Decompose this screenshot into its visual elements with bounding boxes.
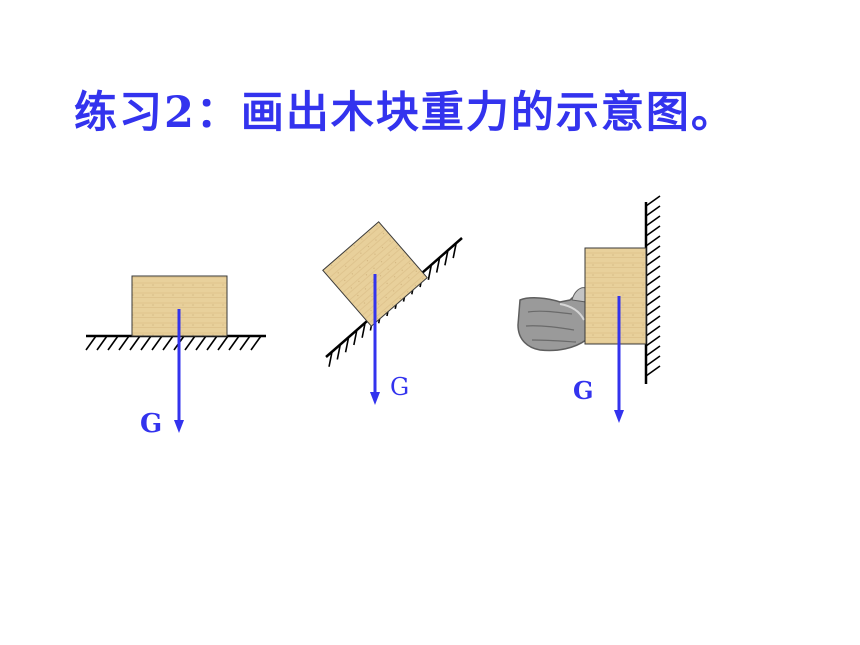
hatch-mark (195, 335, 207, 351)
hatch-mark (645, 285, 661, 297)
hatch-mark (228, 335, 240, 351)
force-label-g: G (573, 376, 594, 405)
figure-horizontal: G (85, 275, 266, 439)
gravity-arrow-head (614, 410, 624, 423)
wooden-block (584, 247, 647, 345)
hatch-mark (140, 335, 152, 351)
hatch-mark (184, 335, 196, 351)
hand-icon (517, 287, 587, 352)
ground-hatching (85, 335, 262, 351)
hatch-mark (162, 335, 174, 351)
hatch-mark (96, 335, 108, 351)
figure-incline: G (322, 221, 463, 405)
hatch-mark (645, 325, 661, 337)
hatch-mark (645, 215, 661, 227)
gravity-arrow-head (370, 392, 380, 405)
hatch-mark (427, 264, 433, 280)
figure-wall: G (517, 195, 661, 423)
hatch-mark (645, 305, 661, 317)
hatch-mark (151, 335, 163, 351)
hatch-mark (645, 355, 661, 367)
hatch-mark (645, 315, 661, 327)
hatch-mark (645, 235, 661, 247)
hatch-mark (645, 265, 661, 277)
hatch-mark (217, 335, 229, 351)
hatch-mark (361, 322, 366, 338)
hatch-mark (344, 337, 350, 353)
hatch-mark (336, 344, 342, 360)
hatch-mark (645, 295, 661, 307)
hatch-mark (645, 335, 661, 347)
hatch-mark (206, 335, 218, 351)
hatch-mark (645, 225, 661, 237)
hatch-mark (85, 335, 97, 351)
hatch-mark (328, 351, 333, 367)
hatch-mark (444, 250, 449, 266)
hatch-mark (452, 242, 457, 259)
hatch-mark (645, 255, 661, 267)
hatch-mark (129, 335, 141, 351)
gravity-arrow-head (174, 420, 184, 433)
force-label-g: G (390, 373, 409, 401)
hatch-mark (353, 329, 358, 346)
hatch-mark (645, 205, 661, 217)
hatch-mark (645, 245, 661, 257)
wall-hatching (645, 195, 661, 377)
hatch-mark (645, 275, 661, 287)
page-title: 练习2：画出木块重力的示意图。 (74, 88, 736, 138)
hatch-mark (107, 335, 119, 351)
force-label-g: G (140, 409, 162, 439)
hatch-mark (239, 335, 251, 351)
hatch-mark (645, 195, 661, 207)
hatch-mark (435, 257, 441, 273)
hatch-mark (250, 335, 262, 351)
hatch-mark (645, 345, 661, 357)
hatch-mark (118, 335, 130, 351)
hatch-mark (645, 365, 661, 377)
